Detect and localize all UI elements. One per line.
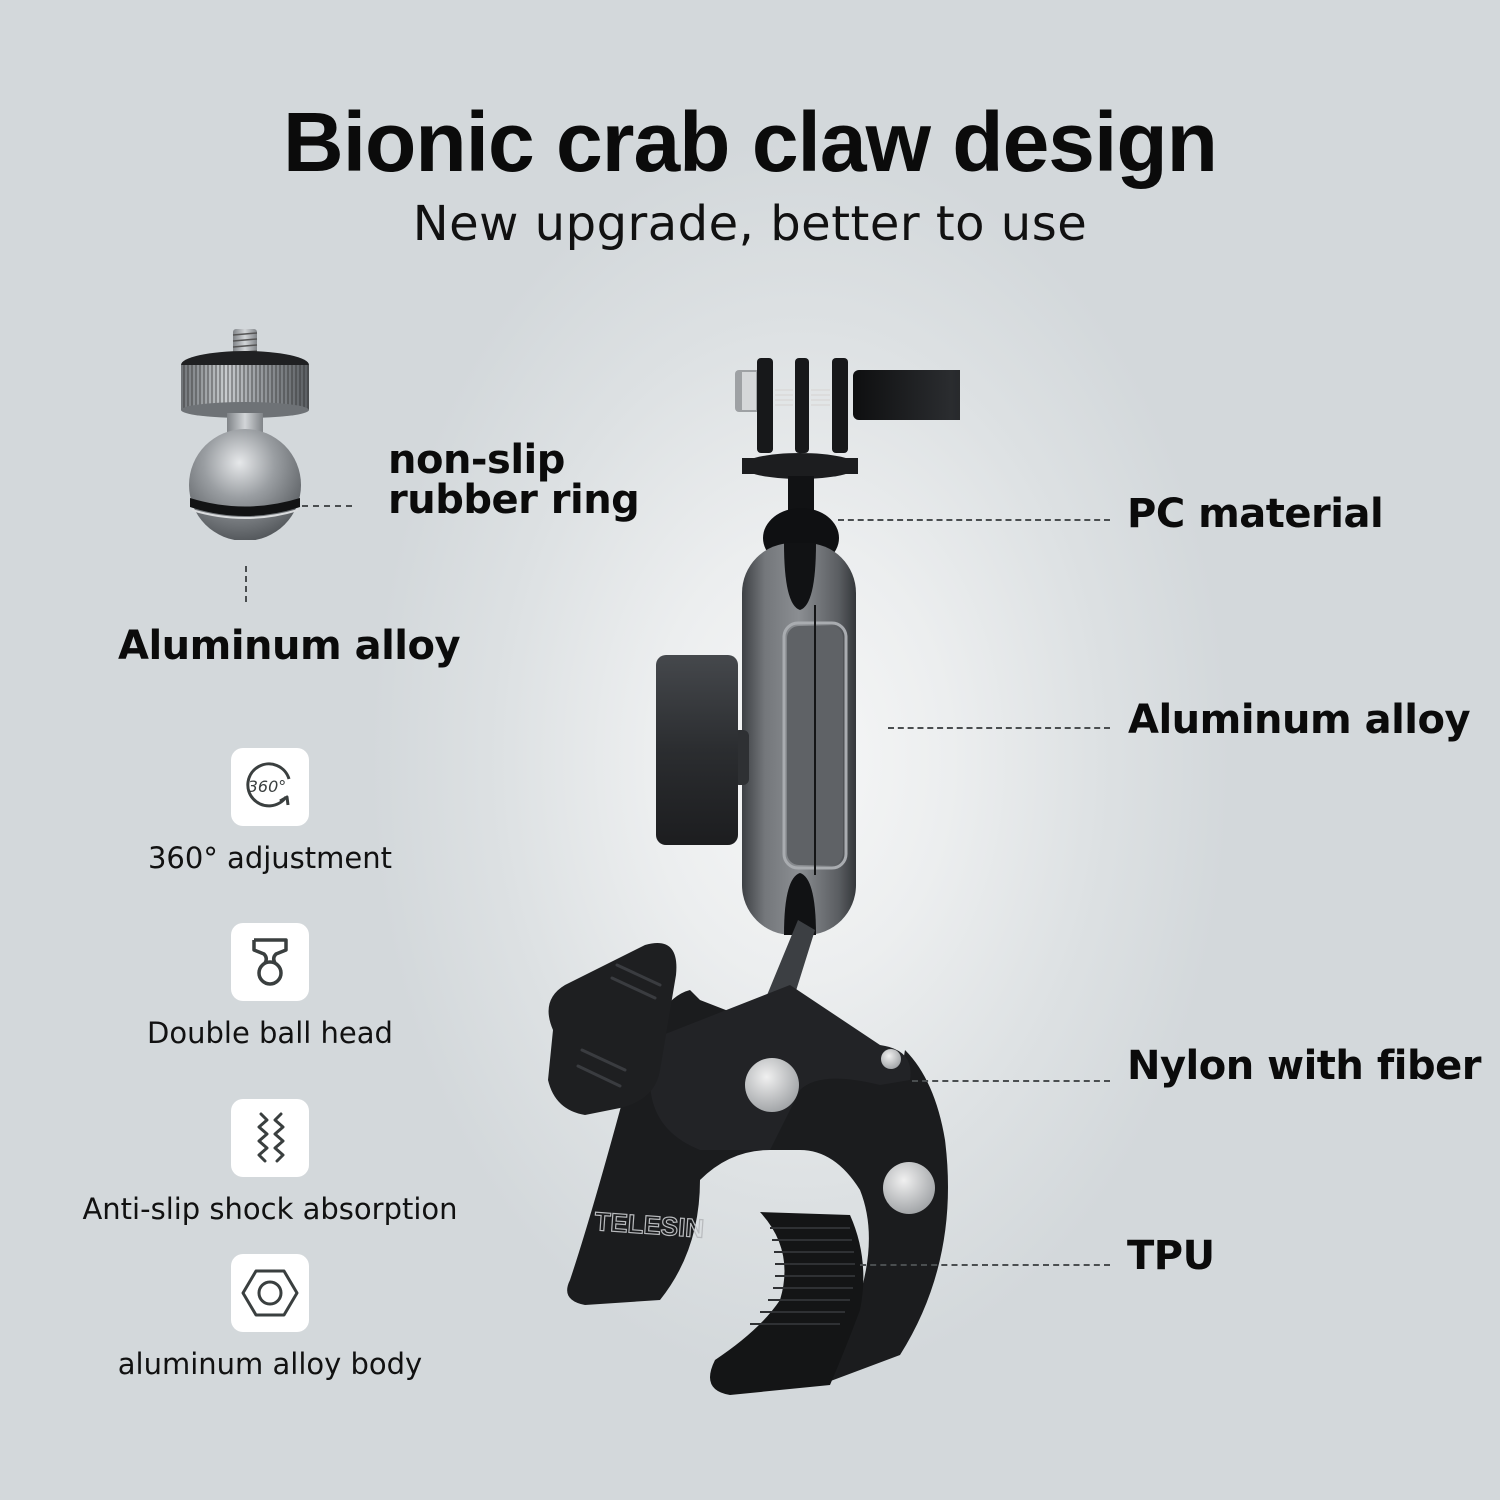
leader-line-aluminum-alloy xyxy=(888,727,1110,729)
feature-double-ball-head: Double ball head xyxy=(50,923,490,1051)
feature-360-adjustment: 360° 360° adjustment xyxy=(50,748,490,876)
shock-absorption-icon xyxy=(257,1112,285,1163)
callout-nylon-with-fiber: Nylon with fiber xyxy=(1127,1043,1481,1089)
page-title: Bionic crab claw design xyxy=(283,95,1218,189)
callout-rubber-line1: non-slip xyxy=(388,437,565,483)
crab-claw-mount-image: TELESIN xyxy=(548,358,960,1395)
leader-line-ball-material xyxy=(245,566,247,602)
leader-line-tpu xyxy=(860,1264,1110,1266)
callout-pc-material: PC material xyxy=(1127,491,1384,537)
leader-line-rubber-ring xyxy=(302,505,352,507)
leader-line-pc-material xyxy=(838,519,1110,521)
callout-aluminum-alloy: Aluminum alloy xyxy=(1128,697,1471,743)
ball-head-icon xyxy=(252,938,288,986)
svg-text:360°: 360° xyxy=(248,777,287,796)
feature-label: 360° adjustment xyxy=(147,841,392,875)
feature-icon-tile xyxy=(231,923,309,1001)
callout-rubber-ring: non-slip rubber ring xyxy=(388,437,640,523)
callout-ball-material: Aluminum alloy xyxy=(118,623,461,669)
feature-icon-tile xyxy=(231,1099,309,1177)
callout-tpu: TPU xyxy=(1127,1233,1215,1279)
leader-line-nylon xyxy=(912,1080,1110,1082)
feature-shock-absorption: Anti-slip shock absorption xyxy=(50,1099,490,1227)
feature-label: Anti-slip shock absorption xyxy=(82,1192,458,1226)
feature-icon-tile xyxy=(231,1254,309,1332)
rotate-360-icon: 360° xyxy=(246,762,291,808)
hex-nut-icon xyxy=(241,1269,299,1317)
feature-label: Double ball head xyxy=(147,1016,393,1050)
page-subtitle: New upgrade, better to use xyxy=(412,196,1088,252)
feature-label: aluminum alloy body xyxy=(117,1347,423,1381)
callout-rubber-line2: rubber ring xyxy=(388,477,640,523)
ball-adapter-image xyxy=(181,329,309,540)
feature-icon-tile: 360° xyxy=(231,748,309,826)
feature-aluminum-body: aluminum alloy body xyxy=(50,1254,490,1382)
